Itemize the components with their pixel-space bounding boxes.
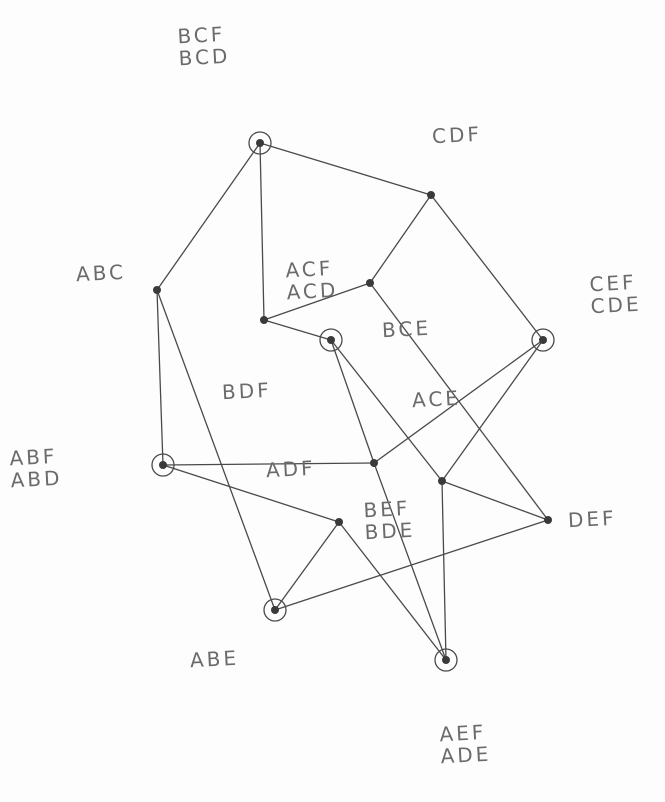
vertex-v10 — [370, 459, 378, 467]
label-acf-acd: ACF ACD — [285, 257, 339, 304]
label-def: DEF — [567, 507, 617, 532]
vertex-v9 — [539, 336, 547, 344]
label-top-right: CDF — [431, 123, 482, 148]
label-line: DEF — [567, 507, 617, 532]
label-line: ABC — [75, 261, 126, 286]
edge-v4-v9 — [431, 195, 543, 340]
edges-group — [157, 143, 548, 660]
label-line: ACD — [286, 279, 339, 304]
label-adf: ADF — [265, 457, 316, 482]
label-line: ADE — [440, 743, 492, 768]
vertex-v3 — [260, 316, 268, 324]
label-line: BCE — [381, 317, 431, 342]
edge-v6-v11 — [275, 522, 339, 610]
label-bottom: AEF ADE — [439, 721, 492, 768]
vertex-v2 — [153, 286, 161, 294]
label-top-left: BCF BCD — [177, 23, 231, 70]
label-line: ADF — [265, 457, 316, 482]
label-left: ABF ABD — [9, 445, 63, 492]
label-bce: BCE — [381, 317, 431, 342]
edge-v1-v4 — [260, 143, 431, 195]
vertex-v6 — [271, 606, 279, 614]
vertex-v7 — [366, 279, 374, 287]
label-line: CDE — [590, 293, 642, 318]
label-line: BCD — [178, 45, 231, 70]
label-line: ABE — [189, 647, 239, 672]
label-abe: ABE — [189, 647, 239, 672]
label-ace: ACE — [411, 387, 461, 412]
label-line: ABD — [10, 467, 63, 492]
edge-v10-v14 — [374, 463, 446, 660]
edge-v1-v3 — [260, 143, 264, 320]
edge-v4-v7 — [370, 195, 431, 283]
vertex-v1 — [256, 139, 264, 147]
vertex-v14 — [442, 656, 450, 664]
edge-v2-v6 — [157, 290, 275, 610]
label-abc: ABC — [75, 261, 126, 286]
vertex-v13 — [438, 477, 446, 485]
label-line: BDE — [364, 519, 416, 544]
label-line: BDF — [221, 379, 272, 404]
edge-v13-v14 — [442, 481, 446, 660]
label-line: ACE — [411, 387, 461, 412]
edge-v12-v13 — [442, 481, 548, 520]
vertex-v11 — [335, 518, 343, 526]
edge-v8-v10 — [331, 340, 374, 463]
vertex-v5 — [159, 461, 167, 469]
label-bdf: BDF — [221, 379, 272, 404]
edge-v1-v2 — [157, 143, 260, 290]
label-bef-bde: BEF BDE — [363, 497, 416, 544]
vertex-v8 — [327, 336, 335, 344]
vertex-v4 — [427, 191, 435, 199]
edge-v2-v5 — [157, 290, 163, 465]
vertex-v12 — [544, 516, 552, 524]
edge-v9-v13 — [442, 340, 543, 481]
label-right: CEF CDE — [589, 271, 642, 318]
label-line: CDF — [431, 123, 482, 148]
